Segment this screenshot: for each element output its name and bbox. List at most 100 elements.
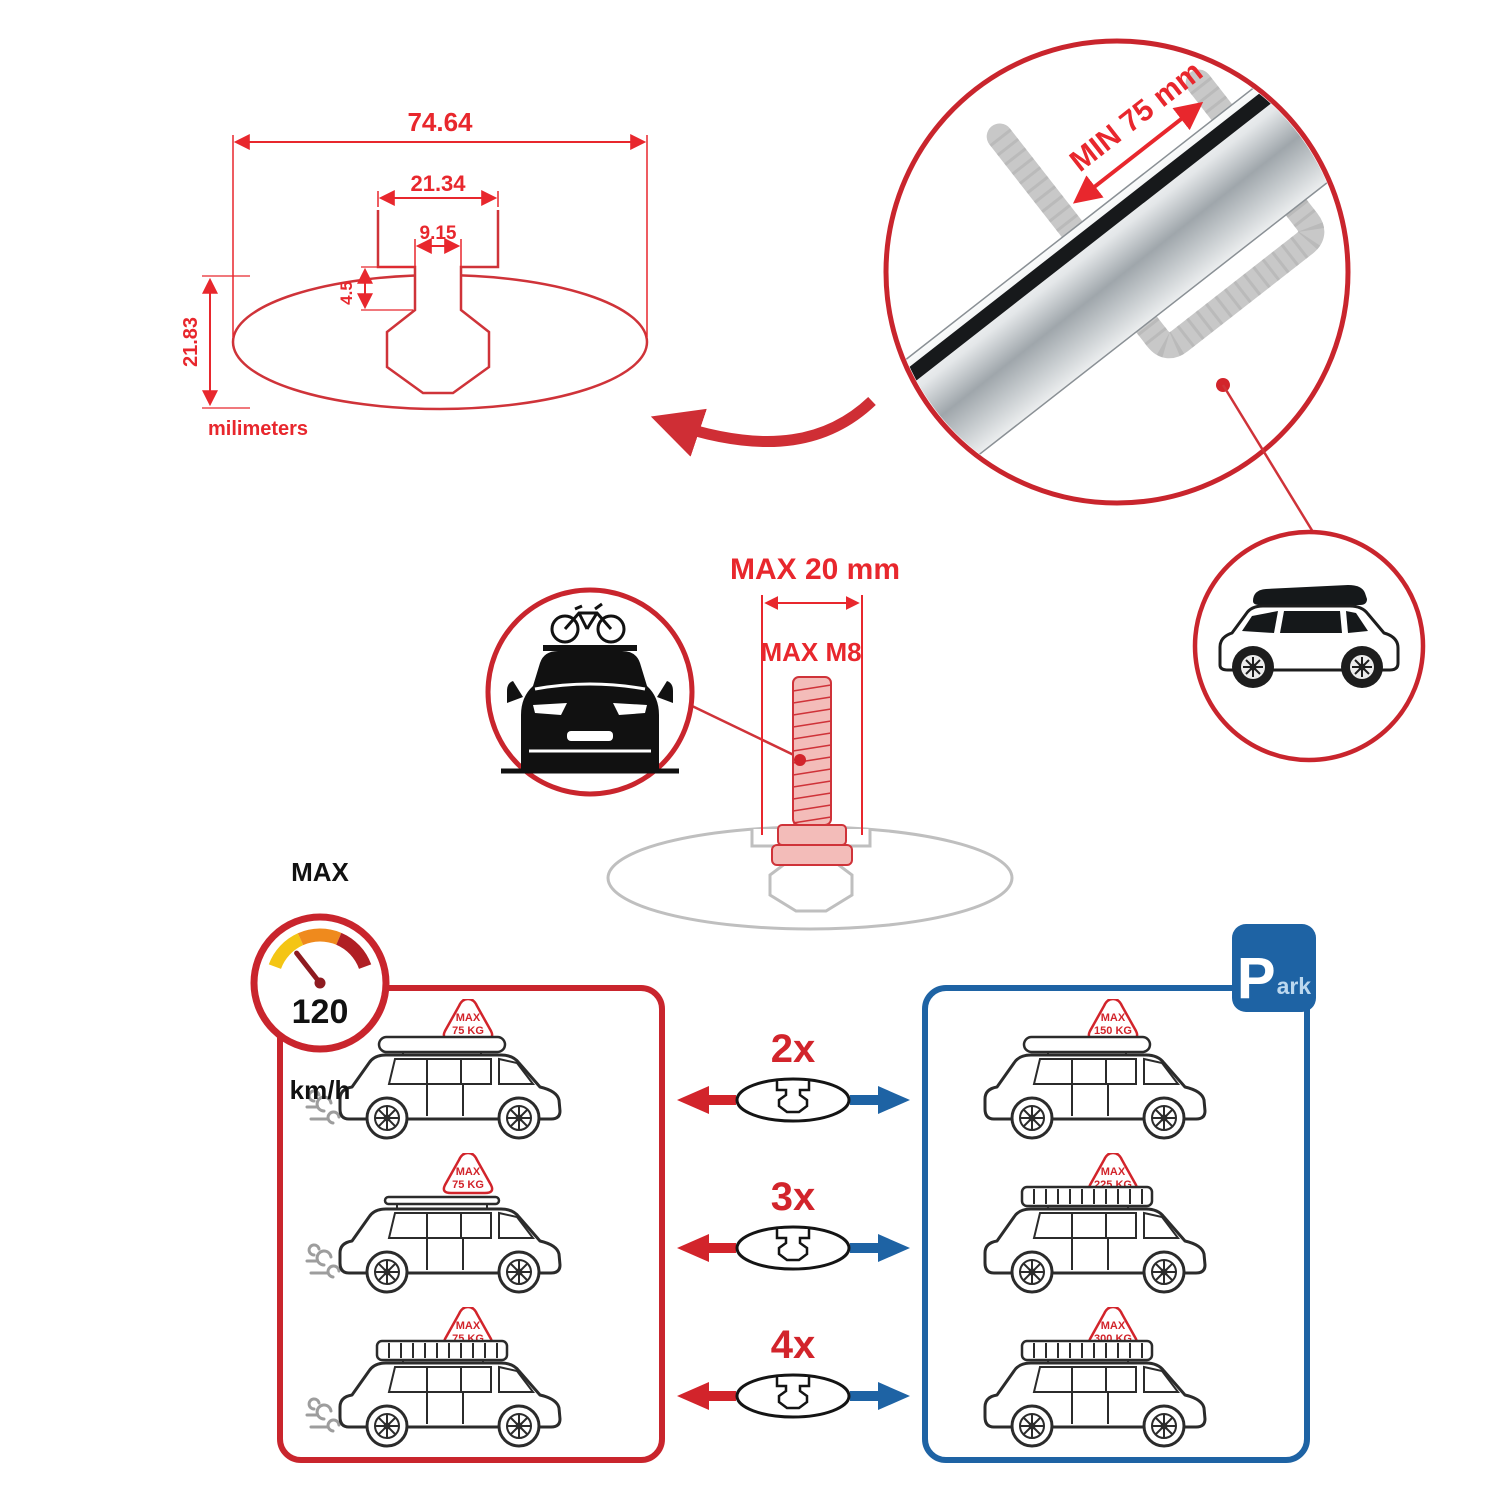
- multiplier-4x: 4x: [771, 1323, 816, 1367]
- flag-max: MAX: [456, 1012, 481, 1024]
- rear-wheel: [365, 1404, 409, 1448]
- motion-smoke: [307, 1089, 341, 1125]
- suv-roofbox-circle: [1192, 529, 1426, 763]
- parked-car-2: MAX 225 KG: [983, 1153, 1207, 1294]
- t-bolt: [771, 676, 853, 866]
- speed-max-label: MAX: [291, 857, 349, 887]
- roof-basket: [375, 1339, 509, 1362]
- suv-rear-wheel: [1341, 646, 1383, 688]
- park-sign-suffix: ark: [1276, 973, 1312, 999]
- multiplier-2x: 2x: [771, 1027, 816, 1071]
- dim-overall-height: 21.83: [180, 317, 202, 367]
- parked-panel: MAX 150 KG MAX 225 KG: [922, 985, 1310, 1463]
- roof-bars: [383, 1195, 501, 1206]
- front-wheel: [497, 1096, 541, 1140]
- unit-label: milimeters: [208, 418, 308, 440]
- rear-wheel: [365, 1096, 409, 1140]
- dim-slot-width: 9.15: [420, 223, 457, 244]
- bolt-callout-dot: [794, 754, 806, 766]
- driving-panel: MAX 75 KG MAX 75 KG: [277, 985, 665, 1463]
- park-sign: P ark: [1232, 924, 1316, 1012]
- grille: [567, 731, 613, 741]
- left-arrow-icon: [677, 1382, 709, 1410]
- driving-car-3: MAX 75 KG: [305, 1307, 562, 1448]
- bolt-threads: [792, 684, 832, 824]
- flag-max: MAX: [1101, 1012, 1126, 1024]
- suv-rear-window: [1346, 611, 1368, 633]
- driving-car-2: MAX 75 KG: [305, 1153, 562, 1294]
- front-wheel: [1142, 1404, 1186, 1448]
- front-wheel: [497, 1404, 541, 1448]
- bar-count-row-3: 4x: [677, 1323, 910, 1419]
- motion-smoke: [307, 1397, 341, 1433]
- flag-max: MAX: [1101, 1320, 1126, 1332]
- roof-basket: [1020, 1185, 1154, 1208]
- crossbar-detail-circle: MIN 75 mm: [883, 38, 1351, 506]
- motion-lines: [305, 1259, 329, 1275]
- bar-count-row-2: 3x: [677, 1175, 910, 1271]
- car-front-bike-circle: [485, 587, 695, 797]
- left-arrow-icon: [677, 1086, 709, 1114]
- witness-lines-slot: [414, 239, 462, 267]
- witness-lines-channel: [377, 191, 499, 207]
- parked-car-3: MAX 300 KG: [983, 1307, 1207, 1448]
- flag-load: 75 KG: [452, 1179, 484, 1191]
- roof-bar: [543, 645, 637, 651]
- motion-smoke: [307, 1243, 341, 1279]
- parked-car-1: MAX 150 KG: [983, 999, 1207, 1140]
- bike-icon: [550, 602, 626, 644]
- roof-box: [1253, 585, 1367, 605]
- rear-wheel: [365, 1250, 409, 1294]
- dim-slot-depth: 4.5: [337, 281, 356, 305]
- flag-load: 150 KG: [1094, 1025, 1132, 1037]
- right-arrow-icon: [878, 1086, 910, 1114]
- gauge-segment-yellow: [268, 933, 304, 970]
- gauge-needle: [294, 950, 323, 986]
- speed-unit: km/h: [290, 1075, 351, 1105]
- dim-channel-width: 21.34: [410, 171, 466, 196]
- headlight-left: [533, 703, 567, 715]
- front-wheel: [497, 1250, 541, 1294]
- dim-overall-width: 74.64: [407, 107, 473, 137]
- zoom-pointer-arrow: [650, 397, 876, 457]
- bolt-max-length: MAX 20 mm: [730, 553, 900, 586]
- clamp-ribs: [989, 74, 1325, 359]
- bar-count-column: 2x 3x 4x: [677, 1027, 910, 1419]
- flag-max: MAX: [456, 1166, 481, 1178]
- bolt-diagram: MAX 20 mm MAX M8: [606, 553, 1014, 931]
- cross-section-diagram: 74.64 21.34 9.15 4.5 21.83 milimeters: [180, 107, 649, 440]
- rear-wheel: [1010, 1096, 1054, 1140]
- front-wheel: [1142, 1096, 1186, 1140]
- gauge-segment-orange: [297, 928, 342, 946]
- rear-wheel: [1010, 1250, 1054, 1294]
- callout-dot: [1216, 378, 1230, 392]
- right-arrow-icon: [878, 1382, 910, 1410]
- load-limit-flag: [442, 1153, 494, 1195]
- min-span-arrow: [1072, 101, 1204, 204]
- speed-limit-gauge: MAX 120 km/h: [250, 857, 390, 1105]
- rear-wheel: [1010, 1404, 1054, 1448]
- driving-car-1: MAX 75 KG: [305, 999, 562, 1140]
- left-arrow-icon: [677, 1234, 709, 1262]
- suv-front-wheel: [1232, 646, 1274, 688]
- multiplier-3x: 3x: [771, 1175, 816, 1219]
- witness-lines-overall: [232, 135, 648, 337]
- speed-value: 120: [292, 993, 349, 1031]
- roof-box: [1022, 1035, 1152, 1054]
- roof-basket: [1020, 1339, 1154, 1362]
- flag-load: 75 KG: [452, 1025, 484, 1037]
- flag-max: MAX: [456, 1320, 481, 1332]
- suv-illustration: [1218, 585, 1400, 688]
- bolt-witness-lines: [761, 595, 863, 835]
- suv-side-window: [1280, 611, 1342, 633]
- bolt-max-thread: MAX M8: [760, 637, 861, 667]
- gauge-segment-red: [335, 932, 372, 970]
- witness-lines-height: [202, 275, 250, 409]
- motion-lines: [305, 1413, 329, 1429]
- bar-count-row-1: 2x: [677, 1027, 910, 1123]
- motion-lines: [305, 1105, 329, 1121]
- front-wheel: [1142, 1250, 1186, 1294]
- car-front-illustration: [507, 651, 673, 771]
- headlight-right: [613, 703, 647, 715]
- flag-max: MAX: [1101, 1166, 1126, 1178]
